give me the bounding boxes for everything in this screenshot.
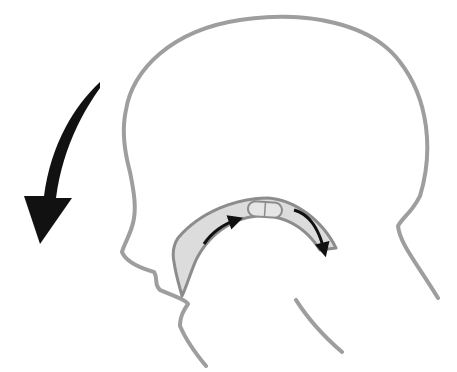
curved-down-arrow-icon <box>24 82 100 244</box>
head-outline <box>122 17 438 366</box>
capsule-icon <box>247 201 282 218</box>
neck-outline <box>296 300 342 352</box>
